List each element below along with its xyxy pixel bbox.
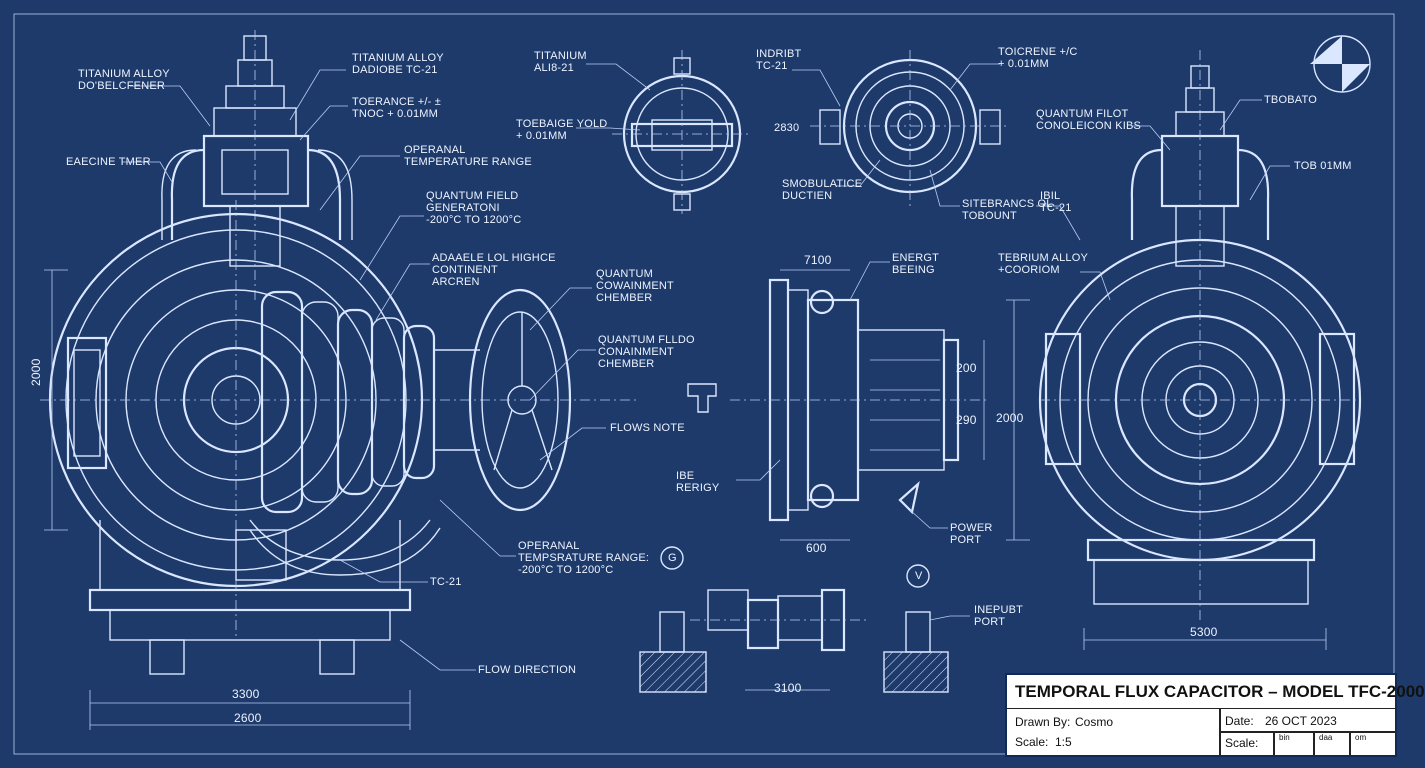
marker-v: V xyxy=(915,570,923,582)
label-dim-2830: 2830 xyxy=(774,122,800,134)
leader-lines xyxy=(122,63,1290,671)
title-block: TEMPORAL FLUX CAPACITOR – MODEL TFC-2000… xyxy=(1005,673,1425,757)
dim-mid-height-a: 200 xyxy=(956,361,977,375)
label-terbium-alloy: TEBRIUM ALLOY+COORIOM xyxy=(998,252,1089,276)
label-tbobato: TBOBATO xyxy=(1264,94,1317,106)
label-tobemage-yield: TOEBAIGE YOLD+ 0.01mm xyxy=(516,118,608,142)
middle-side-view xyxy=(687,269,990,541)
compass-symbol xyxy=(1310,35,1371,93)
label-tolerance-right-top: TOICRENE +/C+ 0.01mm xyxy=(998,46,1078,70)
drawing-title: TEMPORAL FLUX CAPACITOR – MODEL TFC-2000 xyxy=(1007,675,1425,709)
mini-cell-3: om xyxy=(1355,733,1367,742)
label-tob-01mm: TOB 01mm xyxy=(1294,160,1352,172)
date-value: 26 OCT 2023 xyxy=(1265,714,1337,728)
label-flow-direction: FLOW DIRECTION xyxy=(478,664,577,676)
label-tc21-bottom: TC-21 xyxy=(430,576,462,588)
right-assembly xyxy=(1038,50,1362,620)
top-circle-view-a xyxy=(612,50,752,214)
dim-mid-width-bottom: 600 xyxy=(806,541,827,555)
scale-label-left: Scale: xyxy=(1015,735,1049,749)
dim-mid-height-b: 290 xyxy=(956,413,977,427)
left-dimensions xyxy=(44,269,411,730)
marker-g: G xyxy=(668,552,677,564)
right-dimensions xyxy=(1006,299,1327,650)
sheet-border xyxy=(13,13,1395,755)
dim-bottom-assembly-width: 3100 xyxy=(774,681,802,695)
dim-left-height: 2000 xyxy=(29,358,43,387)
drawn-by-label: Drawn By: xyxy=(1015,715,1071,729)
hatched-block-left xyxy=(639,651,707,693)
drawn-by-value: Cosmo xyxy=(1075,715,1114,729)
left-assembly xyxy=(40,30,640,675)
mini-cell-2: daa xyxy=(1319,733,1333,742)
dim-right-height: 2000 xyxy=(996,411,1024,425)
top-circle-view-b xyxy=(810,50,1010,210)
dim-right-width: 5300 xyxy=(1190,625,1218,639)
scale-value-left: 1:5 xyxy=(1055,735,1072,749)
bottom-detail-assembly xyxy=(639,546,949,693)
scale-label-right: Scale: xyxy=(1225,736,1259,750)
mini-cell-1: bin xyxy=(1279,733,1290,742)
hatched-block-right xyxy=(883,651,949,693)
dim-mid-width-top: 7100 xyxy=(804,253,832,267)
dim-left-width-b: 2600 xyxy=(234,711,262,725)
left-disk xyxy=(468,288,572,512)
date-label: Date: xyxy=(1225,714,1254,728)
label-tolerance-center: TOERANCE +/- ±TNOC + 0.01mm xyxy=(352,96,442,120)
label-eaecine-tmer: EAECINE TMER xyxy=(66,156,151,168)
label-flows-note: FLOWS NOTE xyxy=(610,422,685,434)
dim-left-width-a: 3300 xyxy=(232,687,260,701)
